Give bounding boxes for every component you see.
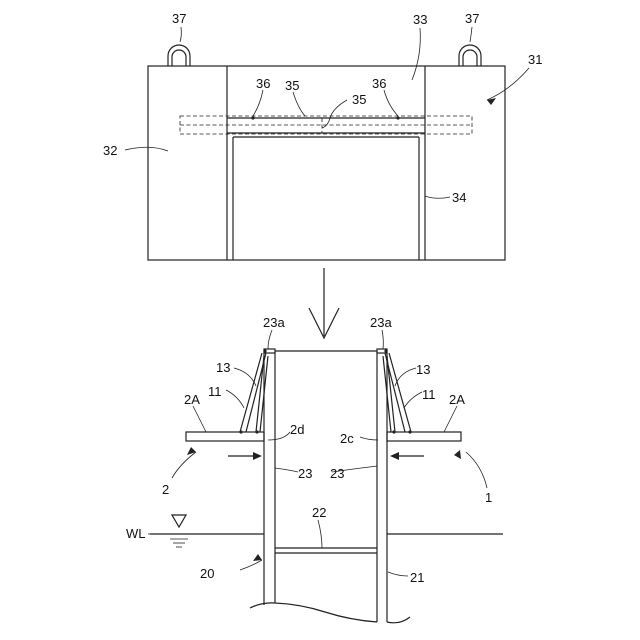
water-level-symbol <box>172 515 186 527</box>
strut-13-right <box>389 353 411 432</box>
label-23a-left: 23a <box>263 315 285 330</box>
label-35-dashed: 35 <box>352 92 366 107</box>
label-23a-right: 23a <box>370 315 392 330</box>
ground-line-right <box>387 617 410 623</box>
lifting-eye-right-inner <box>463 50 477 66</box>
label-34: 34 <box>452 190 466 205</box>
label-11-right: 11 <box>422 387 436 402</box>
label-20: 20 <box>200 566 214 581</box>
label-35-top: 35 <box>285 78 299 93</box>
lifting-eye-right <box>459 45 481 66</box>
label-2c: 2c <box>340 431 354 446</box>
lower-pile-assembly <box>150 349 503 623</box>
label-2A-right: 2A <box>449 392 465 407</box>
strut-11-right <box>387 356 395 432</box>
descend-arrow <box>309 268 339 338</box>
label-37-left: 37 <box>172 11 186 26</box>
bracket-2A-left <box>186 432 264 441</box>
lower-leaders <box>148 330 487 576</box>
label-33: 33 <box>413 12 427 27</box>
upper-frame-assembly <box>148 45 505 260</box>
label-2: 2 <box>162 482 169 497</box>
label-WL: WL <box>126 526 146 541</box>
label-13-right: 13 <box>416 362 430 377</box>
label-11-left: 11 <box>208 384 222 399</box>
label-13-left: 13 <box>216 360 230 375</box>
lifting-eye-left <box>168 45 190 66</box>
label-31: 31 <box>528 52 542 67</box>
label-21: 21 <box>410 570 424 585</box>
label-22: 22 <box>312 505 326 520</box>
label-1: 1 <box>485 490 492 505</box>
fastener-36-right <box>396 116 399 119</box>
label-36-left: 36 <box>256 76 270 91</box>
strut-11-left <box>256 356 264 432</box>
label-36-right: 36 <box>372 76 386 91</box>
frame-outline <box>148 66 505 260</box>
label-37-right: 37 <box>465 11 479 26</box>
bracket-2A-right <box>387 432 461 441</box>
upper-leaders <box>125 27 529 198</box>
lifting-eye-left-inner <box>172 50 186 66</box>
label-23-left: 23 <box>298 466 312 481</box>
fastener-36-left <box>251 116 254 119</box>
label-23-right: 23 <box>330 466 344 481</box>
ground-line <box>250 603 377 622</box>
strut-13-left <box>240 353 262 432</box>
label-2A-left: 2A <box>184 392 200 407</box>
label-2d: 2d <box>290 422 304 437</box>
label-32: 32 <box>103 143 117 158</box>
